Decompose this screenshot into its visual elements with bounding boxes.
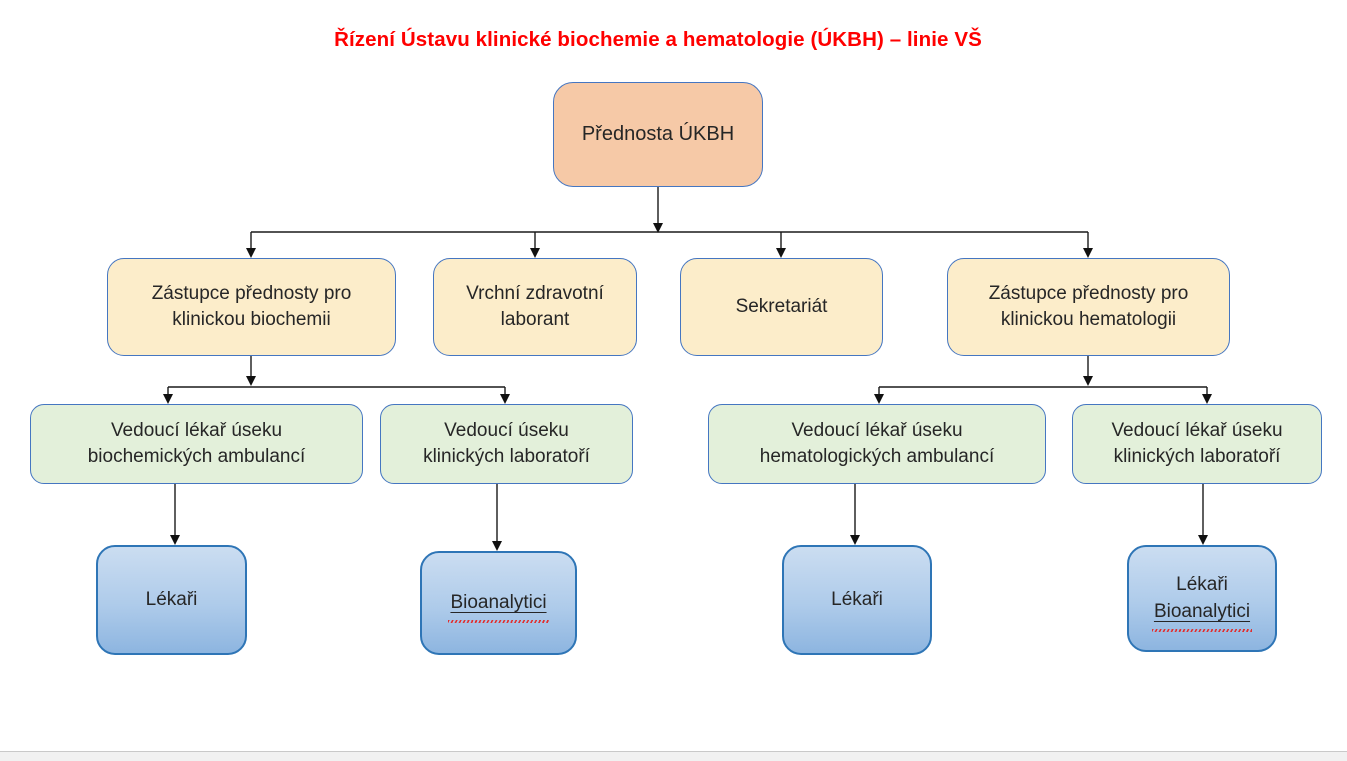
org-node-sekretariat: Sekretariát bbox=[680, 258, 883, 356]
arrowhead bbox=[653, 223, 663, 233]
org-node-label: Vedoucí úseku klinických laboratoří bbox=[423, 419, 590, 467]
arrowhead bbox=[850, 535, 860, 545]
org-node-label-line2: Bioanalytici bbox=[1151, 599, 1253, 632]
arrowhead bbox=[246, 248, 256, 258]
org-node-label: Vrchní zdravotní laborant bbox=[466, 282, 604, 330]
org-node-label: Sekretariát bbox=[735, 295, 828, 317]
org-node-vedouci-klin-laboratori-2: Vedoucí lékař úseku klinických laboratoř… bbox=[1072, 404, 1322, 484]
org-node-zastupce-biochemie: Zástupce přednosty pro klinickou biochem… bbox=[107, 258, 396, 356]
arrowhead bbox=[530, 248, 540, 258]
arrowhead bbox=[163, 394, 173, 404]
org-node-label: Vedoucí lékař úseku klinických laboratoř… bbox=[1111, 419, 1283, 467]
arrowhead bbox=[246, 376, 256, 386]
arrowhead bbox=[170, 535, 180, 545]
arrowhead bbox=[1083, 248, 1093, 258]
org-node-prednosta: Přednosta ÚKBH bbox=[553, 82, 763, 187]
org-node-label: Vedoucí lékař úseku biochemických ambula… bbox=[87, 419, 306, 467]
org-node-lekari-1: Lékaři bbox=[96, 545, 247, 655]
org-node-vedouci-hematol-ambulanci: Vedoucí lékař úseku hematologických ambu… bbox=[708, 404, 1046, 484]
arrowhead bbox=[1198, 535, 1208, 545]
arrowhead bbox=[500, 394, 510, 404]
arrowhead bbox=[776, 248, 786, 258]
org-node-lekari-bioanalytici: Lékaři Bioanalytici bbox=[1127, 545, 1277, 652]
org-node-label: Bioanalytici bbox=[448, 590, 549, 624]
org-node-label: Přednosta ÚKBH bbox=[581, 122, 735, 145]
org-node-label: Vedoucí lékař úseku hematologických ambu… bbox=[759, 419, 995, 467]
org-node-label: Zástupce přednosty pro klinickou biochem… bbox=[151, 282, 352, 330]
org-node-zastupce-hematologie: Zástupce přednosty pro klinickou hematol… bbox=[947, 258, 1230, 356]
arrowhead bbox=[1202, 394, 1212, 404]
org-node-label: Lékaři bbox=[831, 588, 883, 610]
org-node-label: Zástupce přednosty pro klinickou hematol… bbox=[988, 282, 1189, 330]
org-node-label-line1: Lékaři bbox=[1176, 574, 1228, 596]
arrowhead bbox=[492, 541, 502, 551]
slide-title: Řízení Ústavu klinické biochemie a hemat… bbox=[334, 28, 982, 51]
arrowhead bbox=[1083, 376, 1093, 386]
window-bottom-edge bbox=[0, 751, 1347, 761]
org-node-vedouci-biochem-ambulanci: Vedoucí lékař úseku biochemických ambula… bbox=[30, 404, 363, 484]
org-node-lekari-2: Lékaři bbox=[782, 545, 932, 655]
org-node-label: Lékaři bbox=[145, 588, 198, 610]
org-node-bioanalytici: Bioanalytici bbox=[420, 551, 577, 655]
arrowhead bbox=[874, 394, 884, 404]
org-node-vedouci-klin-laboratori-1: Vedoucí úseku klinických laboratoří bbox=[380, 404, 633, 484]
org-node-vrchni-laborant: Vrchní zdravotní laborant bbox=[433, 258, 637, 356]
